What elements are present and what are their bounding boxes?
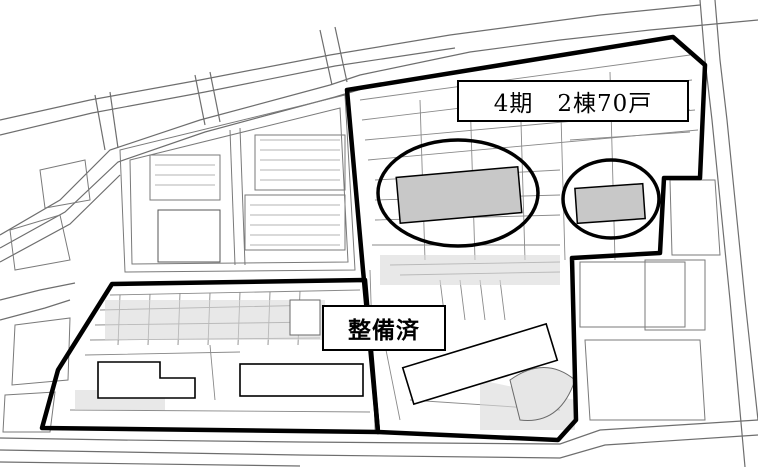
northwest-building-a — [149, 154, 221, 201]
phase4-circle-small — [561, 158, 661, 240]
phase4-circle-large — [376, 138, 540, 248]
completed-label: 整備済 — [322, 305, 446, 351]
northwest-block — [119, 94, 356, 273]
phase4-label: 4期 2棟70戸 — [457, 80, 689, 122]
northwest-building-b — [254, 134, 346, 191]
northwest-building-c — [244, 194, 346, 251]
phase4-building-small — [574, 182, 646, 225]
plaza-feature — [289, 299, 576, 421]
northwest-building-square — [157, 209, 221, 263]
small-facility — [289, 299, 321, 336]
completed-building-middle — [239, 363, 364, 397]
east-parcel-a — [579, 261, 686, 328]
completed-building-west — [97, 361, 196, 399]
completed-building-east — [401, 322, 559, 406]
west-fragments — [2, 159, 91, 433]
project-boundary-west — [39, 277, 381, 435]
northwest-hatching — [155, 139, 340, 246]
east-parcel-b — [644, 259, 706, 331]
phase4-building-large — [395, 165, 523, 225]
